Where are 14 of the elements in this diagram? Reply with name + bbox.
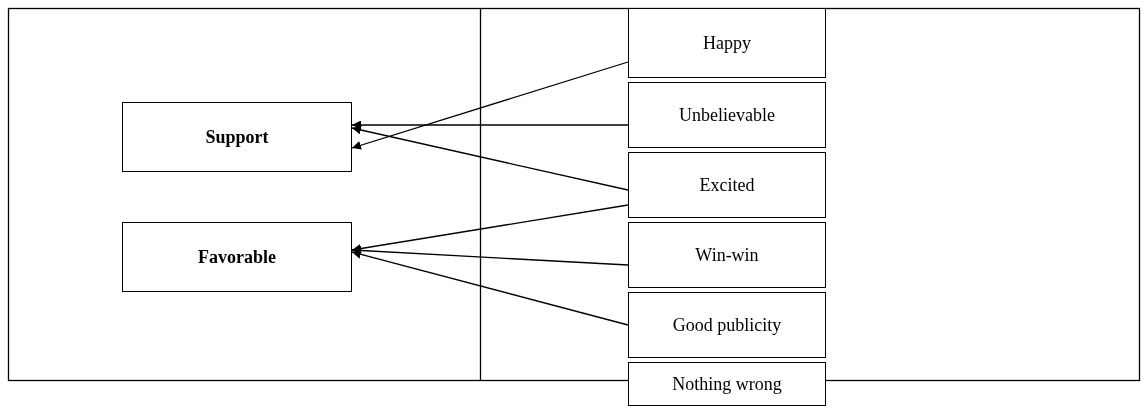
arrow	[351, 61, 629, 150]
arrow	[351, 246, 629, 266]
word-box: Win-win	[628, 222, 826, 288]
arrow	[351, 120, 629, 130]
concept-box: Support	[122, 102, 352, 172]
word-box: Happy	[628, 8, 826, 78]
arrow	[351, 249, 629, 326]
word-box: Unbelievable	[628, 82, 826, 148]
word-box: Nothing wrong	[628, 362, 826, 406]
arrow	[351, 125, 629, 191]
arrow	[351, 204, 629, 253]
word-box: Excited	[628, 152, 826, 218]
word-box: Good publicity	[628, 292, 826, 358]
concept-box: Favorable	[122, 222, 352, 292]
